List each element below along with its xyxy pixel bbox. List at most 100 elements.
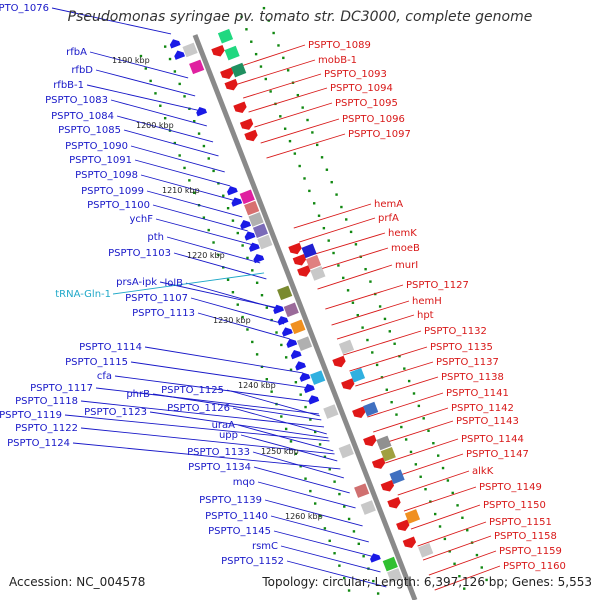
label-connector: [434, 565, 501, 591]
tick-mark: [178, 154, 181, 157]
tick-mark: [338, 564, 341, 567]
tick-mark: [306, 118, 309, 122]
tick-mark: [349, 230, 353, 234]
label-connector: [237, 424, 334, 452]
label-connector: [134, 159, 231, 187]
gene-label-minus: PSPTO_1107: [125, 293, 188, 304]
gene-arrow-plus: [352, 406, 366, 419]
tick-mark: [376, 592, 380, 595]
tick-mark: [260, 294, 264, 297]
tick-mark: [270, 318, 273, 322]
gene-label-minus: mqo: [233, 477, 255, 488]
gene-arrow-plus: [244, 129, 258, 142]
label-connector: [367, 392, 444, 418]
tick-mark: [371, 351, 374, 354]
gene-block: [224, 45, 240, 61]
label-connector: [51, 7, 172, 35]
gene-label-minus: cfa: [97, 371, 112, 382]
gene-block: [252, 223, 269, 239]
tick-mark: [241, 315, 244, 319]
gene-label-minus: PSPTO_1123: [84, 407, 147, 418]
tick-mark: [270, 390, 273, 393]
gene-label-plus: murI: [395, 260, 418, 271]
tick-mark: [361, 326, 364, 329]
label-connector: [266, 133, 346, 159]
tick-mark: [432, 441, 435, 445]
gene-label-minus: PSPTO_1152: [221, 556, 284, 567]
gene-arrow-minus: [304, 383, 315, 394]
gene-label-minus: PSPTO_1100: [87, 200, 150, 211]
gene-label-plus: hemH: [412, 296, 442, 307]
gene-label-minus: PSPTO_1134: [188, 462, 251, 473]
gene-block: [290, 319, 306, 335]
tick-mark: [312, 202, 316, 205]
tick-mark: [246, 328, 249, 331]
tick-mark: [241, 244, 244, 247]
gene-label-minus: prsA-ipk: [116, 277, 157, 288]
tick-mark: [343, 576, 346, 580]
tick-mark: [335, 193, 338, 196]
tick-mark: [354, 243, 358, 246]
gene-block: [360, 500, 376, 515]
gene-label-plus: PSPTO_1137: [436, 357, 499, 368]
tick-mark: [192, 191, 196, 194]
tick-mark: [323, 527, 327, 530]
gene-block: [277, 285, 293, 301]
kbp-tick-label: 1250 kbp: [261, 447, 299, 456]
tick-mark: [412, 392, 416, 395]
label-connector: [240, 434, 338, 462]
tick-mark: [282, 56, 285, 60]
tick-mark: [317, 214, 321, 217]
tick-mark: [255, 353, 259, 356]
tick-mark: [315, 143, 319, 147]
tick-mark: [356, 313, 359, 317]
tick-mark: [159, 104, 162, 107]
label-connector: [166, 236, 261, 264]
gene-label-plus: PSPTO_1089: [308, 40, 371, 51]
gene-label-minus: lolB: [164, 278, 183, 289]
tick-mark: [308, 189, 311, 193]
gene-label-minus: PSPTO_1119: [0, 410, 62, 421]
tick-mark: [288, 139, 292, 143]
gene-arrow-minus: [273, 304, 285, 315]
tick-mark: [338, 492, 341, 496]
kbp-tick-label: 1220 kbp: [187, 251, 225, 260]
gene-label-plus: prfA: [378, 213, 399, 224]
tick-mark: [463, 587, 466, 590]
tick-mark: [222, 194, 225, 197]
tick-mark: [362, 555, 365, 558]
gene-label-minus: PSPTO_1084: [51, 111, 114, 122]
gene-block: [389, 469, 405, 485]
gene-label-minus: PSPTO_1117: [30, 383, 93, 394]
gene-arrow-plus: [363, 434, 377, 447]
tick-mark: [466, 529, 469, 532]
gene-arrow-plus: [220, 67, 234, 80]
label-connector: [130, 361, 309, 389]
gene-label-minus: PSPTO_1125: [161, 385, 224, 396]
gene-label-plus: PSPTO_1150: [483, 500, 546, 511]
label-connector: [390, 453, 464, 479]
gene-label-minus: PSPTO_1098: [75, 170, 138, 181]
tick-mark: [443, 537, 447, 541]
gene-label-minus: phrB: [126, 389, 150, 400]
gene-label-plus: PSPTO_1143: [456, 416, 519, 427]
gene-block: [310, 370, 326, 385]
gene-label-minus: PSPTO_1126: [167, 403, 230, 414]
gene-label-minus: rsmC: [252, 541, 278, 552]
label-connector: [378, 420, 454, 446]
tick-mark: [183, 95, 186, 98]
gene-label-plus: PSPTO_1127: [406, 280, 469, 291]
gene-block: [376, 435, 392, 451]
kbp-tick-label: 1210 kbp: [162, 186, 200, 195]
gene-block: [338, 443, 354, 459]
tick-mark: [226, 207, 230, 210]
label-connector: [385, 438, 459, 464]
tick-mark: [298, 164, 301, 168]
gene-label-plus: PSPTO_1147: [466, 449, 529, 460]
label-connector: [417, 521, 487, 547]
gene-label-minus: PSPTO_1139: [199, 495, 262, 506]
tick-mark: [139, 54, 143, 58]
tick-mark: [318, 514, 322, 518]
tick-mark: [453, 562, 456, 565]
tick-mark: [299, 393, 302, 396]
